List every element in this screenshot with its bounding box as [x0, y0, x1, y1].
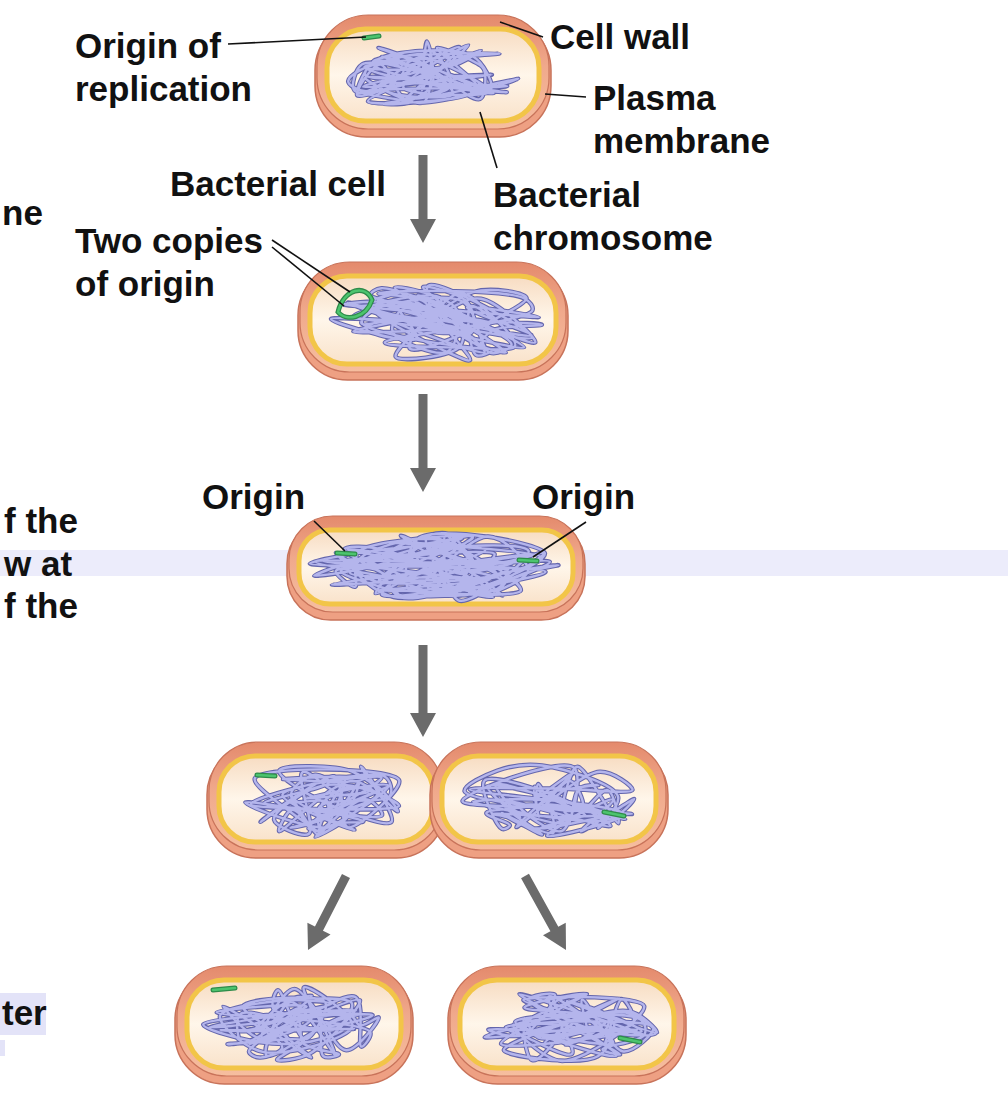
origin-marker: [604, 812, 624, 816]
origin-marker: [620, 1038, 640, 1042]
part-label: Plasma membrane: [593, 76, 793, 162]
label-holder: Plasma membrane: [593, 76, 793, 162]
part-label: ne: [2, 191, 43, 234]
leader-line: [500, 22, 543, 37]
bacterial-cell: [298, 262, 568, 380]
bacterial-chromosome: [331, 285, 542, 361]
label-holder: f the: [4, 584, 78, 627]
label-holder: Bacterial chromosome: [493, 173, 743, 259]
part-label: f the: [4, 584, 78, 627]
bacterial-chromosome: [348, 41, 518, 104]
origin-marker: [519, 560, 537, 561]
origin-marker: [337, 553, 355, 554]
leader-line: [272, 240, 350, 292]
bacterial-cell: [448, 966, 686, 1084]
bacterial-chromosome: [310, 533, 559, 601]
leader-line: [314, 521, 345, 551]
origin-marker: [604, 812, 624, 816]
process-arrow: [410, 155, 436, 243]
label-holder: Cell wall: [550, 15, 690, 58]
leader-line: [272, 247, 344, 306]
process-arrow: [307, 874, 350, 950]
part-label: Origin: [532, 475, 635, 518]
label-holder: Two copies of origin: [75, 219, 285, 305]
label-holder: Origin of replication: [75, 24, 275, 110]
process-arrow: [410, 645, 436, 737]
label-holder: w at: [4, 542, 72, 585]
bacterial-cell: [207, 742, 445, 858]
bacterial-cell: [315, 15, 551, 137]
highlight-patch: [0, 1040, 5, 1056]
origin-marker: [620, 1038, 640, 1042]
origin-marker: [519, 560, 537, 561]
part-label: ter: [2, 991, 47, 1034]
part-label: Two copies of origin: [75, 219, 285, 305]
bacterial-cell: [287, 516, 585, 620]
origin-marker: [257, 775, 275, 776]
part-label: Bacterial cell: [170, 162, 386, 205]
origin-marker: [338, 290, 372, 317]
origin-marker: [213, 988, 235, 990]
origin-marker: [213, 988, 235, 990]
part-label: w at: [4, 542, 72, 585]
process-arrow: [410, 394, 436, 492]
leader-line: [545, 94, 586, 97]
part-label: Origin of replication: [75, 24, 275, 110]
label-holder: Origin: [532, 475, 635, 518]
process-arrow: [521, 874, 566, 950]
bacterial-cell: [430, 742, 668, 858]
origin-marker: [337, 553, 355, 554]
label-holder: Bacterial cell: [170, 162, 386, 205]
origin-marker: [338, 290, 372, 317]
bacterial-chromosome: [203, 987, 379, 1060]
leader-line: [533, 522, 586, 557]
leader-line: [480, 112, 497, 168]
part-label: f the: [4, 499, 78, 542]
bacterial-chromosome: [485, 994, 657, 1061]
bacterial-cell: [175, 966, 413, 1084]
origin-marker: [257, 775, 275, 776]
origin-marker: [364, 36, 379, 38]
part-label: Bacterial chromosome: [493, 173, 743, 259]
part-label: Cell wall: [550, 15, 690, 58]
label-holder: ne: [2, 191, 43, 234]
label-holder: Origin: [202, 475, 305, 518]
leader-line: [228, 37, 366, 44]
origin-marker: [364, 36, 379, 38]
label-holder: ter: [2, 991, 47, 1034]
bacterial-chromosome: [462, 765, 634, 837]
part-label: Origin: [202, 475, 305, 518]
bacterial-chromosome: [245, 766, 399, 837]
label-holder: f the: [4, 499, 78, 542]
